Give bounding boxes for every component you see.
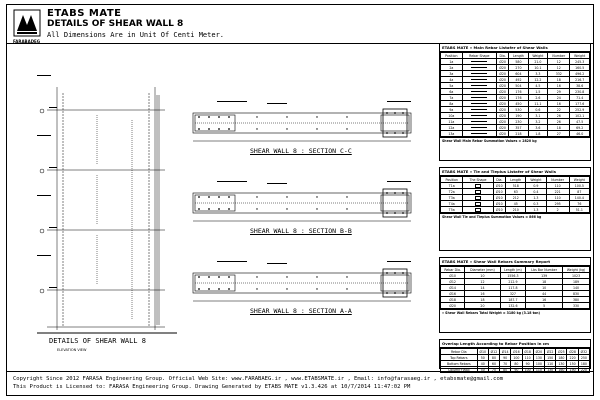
table-cell: 220 (577, 366, 591, 373)
dimensions-note: All Dimensions Are in Unit Of Centi Mete… (47, 31, 225, 39)
brand-name: ETABS MATE (47, 8, 122, 19)
elevation-view-drawing (37, 75, 177, 334)
tie-rebar-summary-label: Shear Wall Tie and Tieplus Summation Val… (442, 215, 529, 219)
table-cell: 27 (547, 130, 571, 137)
footer-divider (7, 371, 593, 372)
table-cell: 160 (555, 366, 568, 373)
header-divider (7, 43, 593, 44)
summary-report-table: ETABS MATE » Shear Wall Rebars Summary R… (439, 257, 591, 333)
table-cell: 110 (532, 366, 546, 373)
tie-shape-icon (474, 195, 481, 200)
bar-shape-icon (471, 97, 488, 98)
table-cell: 1.3 (525, 206, 547, 213)
tie-shape-icon (474, 207, 481, 212)
overlap-table-title: Overlap Length According to Rebar Positi… (440, 340, 590, 348)
rebar-shape-cell (462, 206, 494, 213)
bar-shape-icon (471, 103, 488, 104)
tie-rebar-unit: kg (536, 215, 542, 219)
table-cell: 330 (562, 302, 590, 309)
table-cell: 100 (521, 366, 534, 373)
drawing-sheet: ETABS MATE DETAILS OF SHEAR WALL 8 FARAB… (6, 4, 594, 396)
table-cell: 13a (440, 130, 463, 137)
rebar-shape-cell (461, 130, 498, 137)
bar-shape-icon (471, 127, 488, 128)
main-rebar-table-title: ETABS MATE » Main Rebar Listafer of Shea… (440, 44, 590, 52)
bar-shape-icon (471, 133, 488, 134)
bar-shape-icon (471, 121, 488, 122)
summary-total: » Shear Wall Rebars Total Weight = 3180 … (440, 309, 590, 316)
table-cell: T5a (439, 206, 464, 213)
table-cell: 90 (510, 366, 523, 373)
table-header-row: Rebar Dia. Diameter (mm) Length (m) Lbs … (439, 266, 590, 273)
main-rebar-total: 2820 (522, 139, 532, 143)
tie-shape-icon (474, 189, 481, 194)
bar-shape-icon (471, 85, 488, 86)
main-rebar-summary-label: Shear Wall Main Rebar Summation Values = (442, 139, 522, 143)
company-short-name: FARABADEG (13, 39, 41, 44)
table-cell: 210 (505, 206, 527, 213)
table-cell: 130 (544, 366, 557, 373)
table-cell: Ø20 (496, 130, 510, 137)
tie-shape-icon (474, 183, 481, 188)
section-c-c-drawing (192, 101, 412, 142)
bar-shape-icon (471, 61, 488, 62)
main-rebar-summary: Shear Wall Main Rebar Summation Values =… (440, 137, 590, 144)
summary-report-title: ETABS MATE » Shear Wall Rebars Summary R… (440, 258, 590, 266)
section-c-c-title: SHEAR WALL 8 : SECTION C-C (250, 147, 352, 155)
table-cell: 132.6 (499, 302, 527, 309)
bar-shape-icon (471, 115, 488, 116)
document-title: DETAILS OF SHEAR WALL 8 (47, 19, 184, 29)
table-cell: 218 (508, 130, 529, 137)
tie-rebar-table-title: ETABS MATE » Tie and Tieplus Listafer of… (440, 168, 590, 176)
section-a-a-drawing (192, 261, 412, 302)
bar-shape-icon (471, 67, 488, 68)
bar-shape-icon (471, 73, 488, 74)
elevation-title: DETAILS OF SHEAR WALL 8 (49, 337, 146, 345)
tie-rebar-table: ETABS MATE » Tie and Tieplus Listafer of… (439, 167, 591, 251)
section-a-a-title: SHEAR WALL 8 : SECTION A-A (250, 307, 352, 315)
farasa-logo-icon (13, 9, 41, 37)
table-cell: 1.8 (527, 130, 549, 137)
bar-shape-icon (471, 79, 488, 80)
section-b-b-drawing (192, 181, 412, 222)
table-cell: 2 (545, 206, 570, 213)
table-cell: Ø20 (439, 302, 466, 309)
bar-shape-icon (471, 91, 488, 92)
table-cell: 5 (525, 302, 564, 309)
bar-shape-icon (471, 109, 488, 110)
section-b-b-title: SHEAR WALL 8 : SECTION B-B (250, 227, 352, 235)
table-cell: 51.1 (568, 206, 591, 213)
table-cell: Ø10 (492, 206, 507, 213)
tie-rebar-total: 866 (529, 215, 536, 219)
tie-shape-icon (474, 201, 481, 206)
elevation-subtitle: ELEVATION VIEW (57, 348, 87, 352)
main-rebar-unit: kg (532, 139, 537, 143)
table-cell: 20 (464, 302, 501, 309)
table-cell: 46.0 (569, 130, 590, 137)
overlap-table: Overlap Length According to Rebar Positi… (439, 339, 591, 373)
footer-license: This Product is Licensed to: FARASA Engi… (13, 384, 411, 390)
main-rebar-table: ETABS MATE » Main Rebar Listafer of Shea… (439, 43, 591, 161)
footer-copyright: Copyright Since 2012 FARASA Engineering … (13, 376, 504, 382)
tie-rebar-summary: Shear Wall Tie and Tieplus Summation Val… (440, 213, 590, 220)
